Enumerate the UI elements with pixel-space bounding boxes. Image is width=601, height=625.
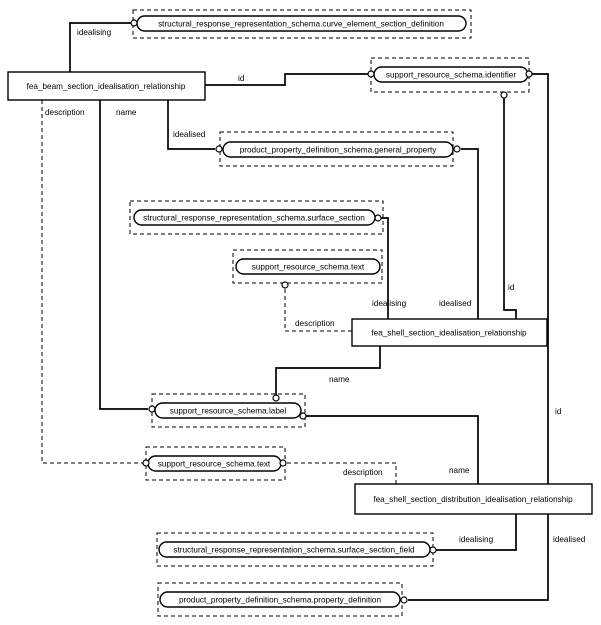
- role-shell-idealised: idealised: [439, 299, 472, 308]
- circle-identifier-right: [525, 70, 533, 78]
- type-text-lower-label: support_resource_schema.text: [158, 460, 271, 469]
- role-shell-name: name: [329, 375, 350, 384]
- circle-general-property-right: [453, 145, 461, 153]
- role-shell-description: description: [295, 319, 335, 328]
- role-beam-description: description: [45, 108, 85, 117]
- entity-beam-idealisation[interactable]: [7, 71, 206, 101]
- type-curve-element-section-definition-label: structural_response_representation_schem…: [158, 20, 444, 29]
- frame-label: [151, 393, 306, 428]
- circle-general-property-left: [215, 145, 223, 153]
- circle-identifier-left: [367, 70, 375, 78]
- dist-id-line: [408, 73, 549, 601]
- role-dist-idealised: idealised: [553, 535, 586, 544]
- role-shell-idealising: idealising: [372, 299, 407, 308]
- entity-shell-idealisation-label: fea_shell_section_idealisation_relations…: [371, 329, 527, 338]
- type-general-property[interactable]: [222, 141, 454, 158]
- entity-shell-idealisation[interactable]: [351, 318, 548, 347]
- role-labels: idealising id description name idealised…: [45, 28, 586, 544]
- circle-label-right: [299, 412, 307, 420]
- type-identifier-label: support_resource_schema.identifier: [386, 71, 516, 80]
- shell-description-line: [284, 288, 352, 332]
- dist-description-line: [286, 462, 397, 484]
- role-shell-id: id: [508, 283, 515, 292]
- frame-surface-section: [129, 200, 384, 235]
- circle-surface-section: [374, 214, 382, 222]
- type-property-definition-label: product_property_definition_schema.prope…: [179, 596, 382, 605]
- type-pills: structural_response_representation_schem…: [133, 15, 529, 608]
- role-dist-idealising: idealising: [459, 535, 494, 544]
- beam-idealising-line: [69, 22, 131, 72]
- circle-text-upper: [281, 281, 289, 289]
- type-surface-section-field-label: structural_response_representation_schem…: [173, 546, 415, 555]
- role-beam-idealised: idealised: [173, 130, 206, 139]
- circle-curve-element: [130, 19, 138, 27]
- type-frames: [129, 9, 530, 617]
- circle-label-top: [272, 394, 280, 402]
- connection-lines: [41, 22, 549, 601]
- role-beam-id: id: [238, 74, 245, 83]
- type-text-upper-label: support_resource_schema.text: [252, 263, 365, 272]
- end-circles: [130, 19, 533, 604]
- circle-identifier-bottom: [500, 91, 508, 99]
- dist-name-line: [306, 415, 479, 484]
- role-dist-description: description: [343, 468, 383, 477]
- entity-boxes: fea_beam_section_idealisation_relationsh…: [7, 71, 593, 515]
- beam-name-line: [99, 100, 148, 410]
- circle-label-left: [148, 405, 156, 413]
- circle-text-lower-left: [142, 459, 150, 467]
- dist-idealising-line: [436, 514, 517, 551]
- beam-id-line: [205, 73, 368, 86]
- type-property-definition[interactable]: [159, 591, 401, 608]
- entity-shell-distribution-label: fea_shell_section_distribution_idealisat…: [373, 495, 573, 504]
- entity-beam-idealisation-label: fea_beam_section_idealisation_relationsh…: [27, 82, 186, 91]
- circle-property-definition: [400, 596, 408, 604]
- shell-idealised-line: [461, 148, 479, 319]
- type-text-upper[interactable]: [235, 258, 381, 275]
- type-general-property-label: product_property_definition_schema.gener…: [240, 146, 438, 155]
- circle-text-lower-right: [279, 459, 287, 467]
- role-dist-id: id: [555, 407, 562, 416]
- type-label-label: support_resource_schema.label: [170, 407, 287, 416]
- shell-id-line: [503, 98, 517, 319]
- circle-surface-section-field: [429, 546, 437, 554]
- role-dist-name: name: [449, 466, 470, 475]
- beam-idealised-line: [167, 100, 215, 150]
- shell-name-line: [275, 346, 381, 395]
- beam-description-line: [41, 100, 143, 464]
- type-surface-section-label: structural_response_representation_schem…: [143, 214, 365, 223]
- role-beam-name: name: [116, 108, 137, 117]
- entity-shell-distribution[interactable]: [354, 483, 593, 515]
- role-beam-idealising: idealising: [77, 28, 112, 37]
